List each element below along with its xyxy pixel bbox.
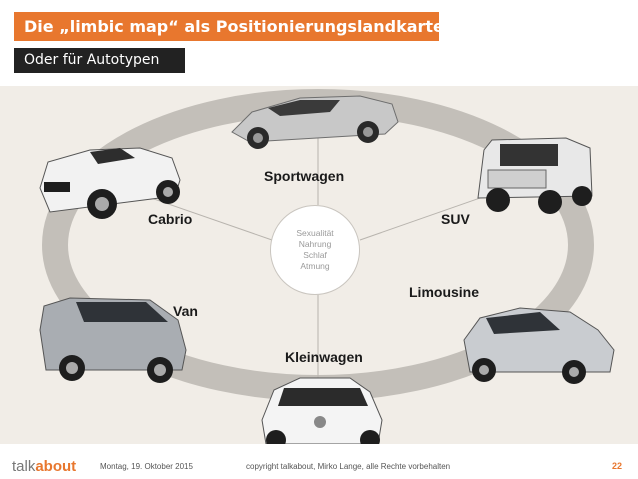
label-limousine: Limousine <box>409 284 479 300</box>
label-sportwagen: Sportwagen <box>264 168 344 184</box>
center-item-2: Nahrung <box>299 239 332 250</box>
kleinwagen-car-image <box>262 378 382 450</box>
logo-part-talk: talk <box>12 458 35 475</box>
label-suv: SUV <box>441 211 470 227</box>
label-van: Van <box>173 303 198 319</box>
center-item-3: Schlaf <box>303 250 327 261</box>
label-kleinwagen: Kleinwagen <box>285 349 363 365</box>
limbic-core-circle: Sexualität Nahrung Schlaf Atmung <box>270 205 360 295</box>
talkabout-logo: talkabout <box>12 458 76 475</box>
label-cabrio: Cabrio <box>148 211 192 227</box>
slide-footer: talkabout Montag, 19. Oktober 2015 copyr… <box>0 444 638 479</box>
logo-part-about: about <box>35 458 76 475</box>
page-number: 22 <box>612 461 622 471</box>
center-item-4: Atmung <box>300 261 329 272</box>
footer-copyright: copyright talkabout, Mirko Lange, alle R… <box>246 462 450 471</box>
footer-date: Montag, 19. Oktober 2015 <box>100 462 193 471</box>
van-car-image <box>40 298 186 383</box>
center-item-1: Sexualität <box>296 228 333 239</box>
